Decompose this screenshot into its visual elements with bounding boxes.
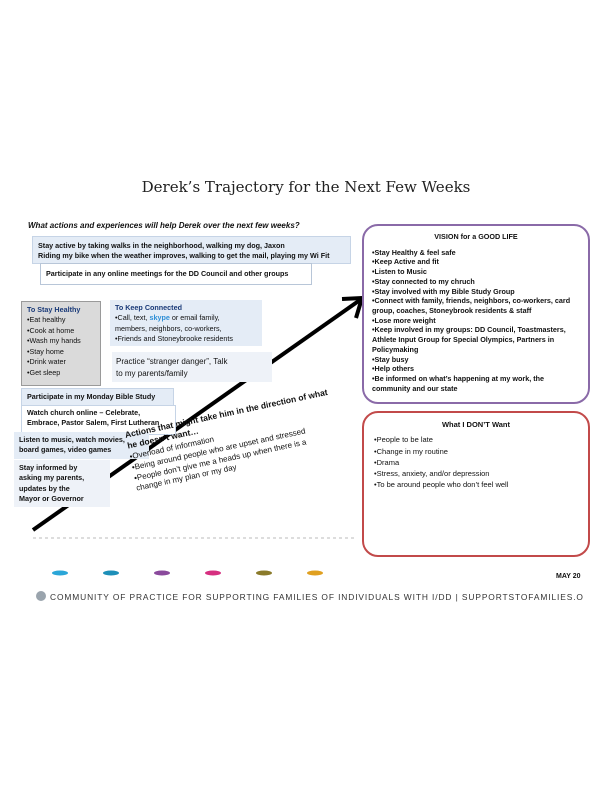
vision-item: •Help others	[372, 364, 415, 374]
dont-want-items: •People to be late•Change in my routine•…	[374, 434, 578, 490]
informed-line: Stay informed by	[19, 463, 78, 472]
stay-healthy-box: To Stay Healthy •Eat healthy •Cook at ho…	[21, 301, 101, 386]
footer: COMMUNITY OF PRACTICE FOR SUPPORTING FAM…	[36, 591, 584, 602]
dont-want-item: •Drama	[374, 457, 400, 467]
stranger-line: to my parents/family	[116, 368, 188, 378]
vision-item: •Keep involved in my groups: DD Council,…	[372, 325, 566, 335]
dont-want-heading: What I DON’T Want	[441, 420, 511, 429]
walks-line: Riding my bike when the weather improves…	[38, 251, 330, 261]
vision-item: Policymaking	[372, 344, 419, 354]
vision-item: •Stay busy	[372, 354, 409, 364]
vision-box: VISION for a GOOD LIFE •Stay Healthy & f…	[362, 224, 590, 404]
dont-want-box: What I DON’T Want •People to be late•Cha…	[362, 411, 590, 557]
informed-line: updates by the	[19, 483, 70, 493]
stay-healthy-heading: To Stay Healthy	[27, 305, 81, 314]
church-line: Embrace, Pastor Salem, First Lutheran	[27, 418, 160, 428]
church-line: Watch church online – Celebrate,	[27, 408, 141, 417]
dont-want-item: •People to be late	[374, 435, 433, 445]
vision-item: •Be informed on what’s happening at my w…	[372, 374, 544, 384]
vision-item: •Lose more weight	[372, 315, 436, 325]
vision-item: •Stay Healthy & feel safe	[372, 247, 456, 257]
music-games-box: Listen to music, watch movies, board gam…	[14, 432, 149, 459]
skype-text: skype	[149, 313, 170, 323]
meetings-text: Participate in any online meetings for t…	[46, 269, 289, 278]
vision-item: •Listen to Music	[372, 267, 427, 277]
healthy-item: •Wash my hands	[27, 336, 81, 346]
vision-item: community and our state	[372, 383, 458, 393]
healthy-item: •Stay home	[27, 346, 64, 356]
walks-box: Stay active by taking walks in the neigh…	[32, 236, 351, 264]
date-label: MAY 20	[556, 573, 581, 580]
color-dots	[52, 570, 323, 576]
color-dot	[52, 570, 68, 576]
informed-line: asking my parents,	[19, 473, 85, 483]
connected-line: members, neighbors, co-workers,	[115, 323, 222, 333]
vision-heading: VISION for a GOOD LIFE	[434, 232, 518, 241]
informed-line: Mayor or Governor	[19, 494, 84, 504]
footer-text: COMMUNITY OF PRACTICE FOR SUPPORTING FAM…	[50, 592, 584, 602]
color-dot	[256, 570, 272, 576]
dont-want-item: •Stress, anxiety, and/or depression	[374, 469, 490, 478]
stranger-line: Practice “stranger danger”, Talk	[116, 357, 228, 366]
keep-connected-box: To Keep Connected •Call, text, skype or …	[110, 300, 262, 346]
healthy-item: •Eat healthy	[27, 315, 66, 325]
color-dot	[205, 570, 221, 576]
vision-item: •Keep Active and fit	[372, 257, 439, 267]
connected-text: or email family,	[169, 313, 220, 323]
keep-connected-heading: To Keep Connected	[115, 303, 182, 312]
music-line: Listen to music, watch movies,	[19, 435, 125, 444]
vision-item: •Stay connected to my chruch	[372, 276, 475, 286]
meetings-box: Participate in any online meetings for t…	[40, 263, 312, 285]
globe-icon	[36, 591, 46, 601]
connected-text: •Call, text,	[115, 313, 150, 323]
dont-want-item: •To be around people who don’t feel well	[374, 480, 509, 490]
healthy-item: •Cook at home	[27, 325, 75, 335]
church-online-box: Watch church online – Celebrate, Embrace…	[21, 405, 176, 435]
vision-items: •Stay Healthy & feel safe•Keep Active an…	[372, 248, 580, 394]
color-dot	[154, 570, 170, 576]
vision-item: Athlete Input Group for Special Olympics…	[372, 335, 555, 345]
connected-line: •Friends and Stoneybrooke residents	[115, 334, 233, 344]
healthy-item: •Get sleep	[27, 367, 61, 377]
vision-item: •Stay involved with my Bible Study Group	[372, 286, 515, 296]
color-dot	[307, 570, 323, 576]
walks-line: Stay active by taking walks in the neigh…	[38, 241, 285, 250]
guiding-question: What actions and experiences will help D…	[28, 221, 300, 230]
music-line: board games, video games	[19, 445, 112, 455]
color-dot	[103, 570, 119, 576]
vision-item: group, coaches, Stoneybrook residents & …	[372, 306, 532, 316]
stranger-danger-box: Practice “stranger danger”, Talk to my p…	[112, 352, 272, 382]
dont-want-item: •Change in my routine	[374, 446, 448, 456]
healthy-item: •Drink water	[27, 357, 66, 367]
connected-line: •Call, text, skype or email family,	[115, 313, 257, 323]
bible-study-text: Participate in my Monday Bible Study	[27, 392, 156, 401]
page-title: Derek’s Trajectory for the Next Few Week…	[141, 178, 471, 196]
stay-informed-box: Stay informed by asking my parents, upda…	[14, 460, 110, 507]
bible-study-box: Participate in my Monday Bible Study	[21, 388, 174, 406]
vision-item: •Connect with family, friends, neighbors…	[372, 296, 571, 306]
